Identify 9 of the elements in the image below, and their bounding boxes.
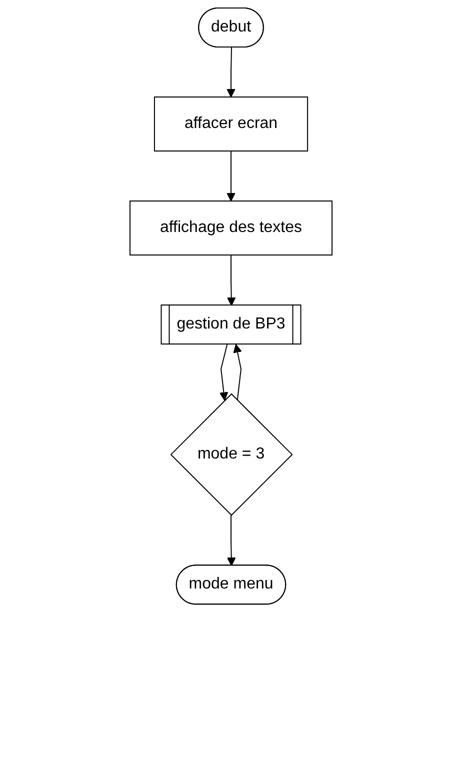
arrow	[226, 47, 236, 98]
node-box: affacer ecran	[154, 96, 308, 152]
arrow	[226, 150, 236, 202]
arrow	[226, 514, 236, 566]
node-diamond: mode = 3	[170, 393, 293, 516]
arrow	[219, 344, 228, 401]
arrow	[233, 344, 242, 401]
arrow	[226, 254, 236, 306]
node-box: affichage des textes	[129, 200, 333, 256]
